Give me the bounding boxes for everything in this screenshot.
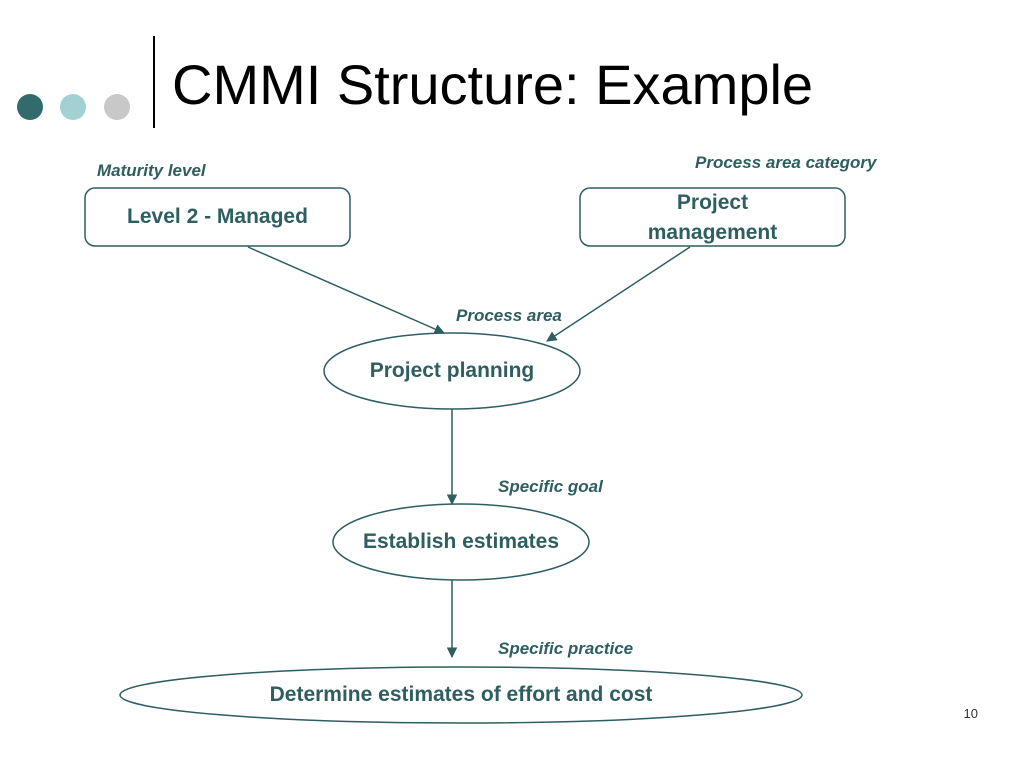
decorative-dot-gray xyxy=(104,94,130,120)
specific-goal-ellipse xyxy=(332,503,590,581)
node-text-maturity-level: Level 2 - Managed xyxy=(127,205,308,228)
label-specific-practice: Specific practice xyxy=(498,639,634,658)
maturity-level-box xyxy=(84,187,351,247)
label-process-area: Process area xyxy=(456,306,562,325)
decorative-dot-light xyxy=(60,94,86,120)
node-text-specific-practice: Determine estimates of effort and cost xyxy=(269,683,653,706)
label-process-area-category: Process area category xyxy=(695,153,877,172)
node-text-process-area: Project planning xyxy=(369,359,535,382)
node-text-specific-goal: Establish estimates xyxy=(362,530,560,553)
arrow-category-to-process-area xyxy=(546,246,691,342)
label-maturity-level: Maturity level xyxy=(97,161,206,180)
decorative-dot-dark xyxy=(17,94,43,120)
page-number: 10 xyxy=(963,706,978,721)
node-text-category-line2: management xyxy=(647,221,778,244)
label-specific-goal: Specific goal xyxy=(498,477,603,496)
title-divider xyxy=(153,36,155,128)
specific-practice-ellipse xyxy=(119,666,803,724)
arrow-level-to-process-area xyxy=(247,246,445,335)
process-area-category-box xyxy=(579,187,846,247)
slide-title: CMMI Structure: Example xyxy=(172,53,814,116)
node-text-category-line1: Project xyxy=(676,191,749,214)
